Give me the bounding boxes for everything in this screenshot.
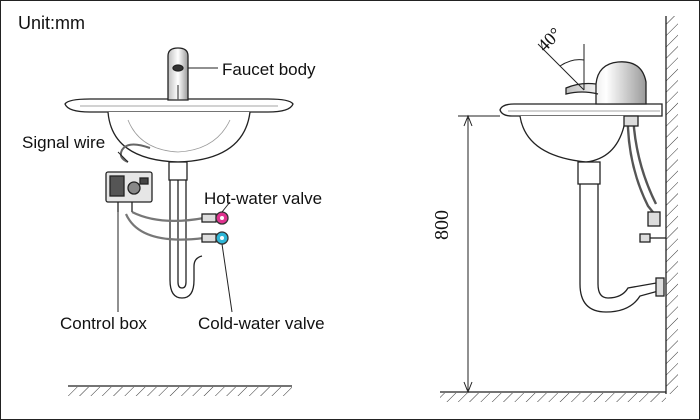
side-supply-line xyxy=(626,116,657,217)
side-basin-rim xyxy=(499,103,663,117)
side-basin-bowl xyxy=(519,115,627,163)
basin-rim xyxy=(64,98,294,113)
basin-bowl xyxy=(107,111,251,163)
cold-valve-shape xyxy=(201,231,229,245)
front-view xyxy=(64,47,294,396)
cold-water-valve-label: Cold-water valve xyxy=(198,314,325,333)
control-box-label: Control box xyxy=(60,314,147,333)
signal-wire xyxy=(119,143,151,163)
wall-hatch xyxy=(666,16,678,394)
leader-cold-valve xyxy=(221,243,233,313)
side-floor-hatch xyxy=(440,393,666,402)
side-trap xyxy=(579,184,663,313)
side-faucet xyxy=(565,61,647,105)
leader-signal-wire xyxy=(117,151,129,163)
cold-hose xyxy=(124,213,205,241)
side-valve xyxy=(639,211,666,243)
angle-arc xyxy=(559,59,585,67)
signal-wire-label: Signal wire xyxy=(22,133,106,152)
drain-tail xyxy=(168,161,188,181)
unit-label: Unit:mm xyxy=(18,13,85,33)
height-dimension-label: 800 xyxy=(431,210,453,240)
front-floor-hatch xyxy=(68,387,292,396)
drain-trap xyxy=(169,180,195,299)
control-box-shape xyxy=(105,171,153,212)
side-view xyxy=(440,16,678,402)
hot-valve-shape xyxy=(201,211,229,225)
faucet-body-shape xyxy=(167,47,189,101)
faucet-body-label: Faucet body xyxy=(222,60,316,79)
leader-hot-valve xyxy=(221,201,231,213)
angle-ref-line xyxy=(537,43,585,91)
hot-water-valve-label: Hot-water valve xyxy=(204,189,323,208)
hot-hose xyxy=(131,211,205,222)
